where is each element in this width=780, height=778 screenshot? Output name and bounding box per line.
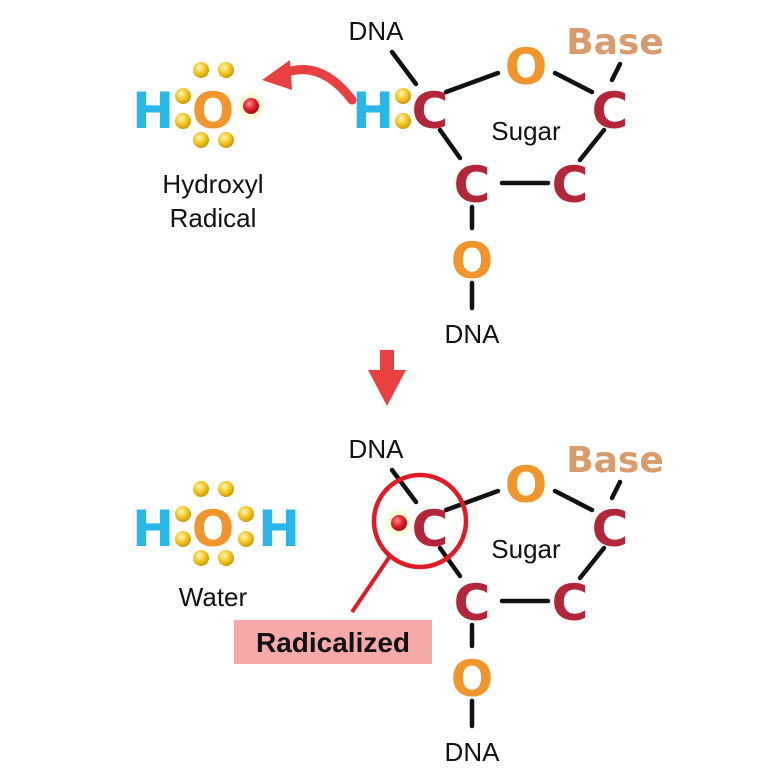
top-sugar-label: Sugar — [491, 116, 561, 146]
bottom-sugar-label: Sugar — [491, 534, 561, 564]
water-hydrogen-right: H — [258, 500, 300, 558]
water-label: Water — [179, 582, 248, 612]
bottom-dna-upper-label: DNA — [349, 434, 405, 464]
abstraction-arrow — [262, 60, 357, 105]
hydroxyl-radical: H O Hydroxyl Radical — [132, 62, 267, 233]
top-sugar-bonds — [389, 49, 623, 311]
top-carbon-4: C — [412, 82, 449, 140]
bottom-carbon-1: C — [592, 500, 629, 558]
electron — [193, 481, 209, 497]
bottom-dna-lower-label: DNA — [445, 737, 501, 767]
electron — [218, 62, 234, 78]
hydroxyl-oxygen-atom: O — [192, 82, 235, 140]
radicalized-highlight-circle — [371, 472, 469, 570]
hydroxyl-label-line1: Hydroxyl — [162, 169, 263, 199]
electron — [238, 506, 254, 522]
top-phosphate-oxygen: O — [451, 232, 494, 290]
top-carbon-3: C — [454, 156, 491, 214]
bottom-panel: H O H Water C O C C — [132, 434, 664, 767]
radical-electron — [391, 515, 407, 531]
radical-electron — [243, 98, 259, 114]
electron — [193, 132, 209, 148]
bottom-phosphate-oxygen: O — [451, 650, 494, 708]
radicalized-label: Radicalized — [256, 627, 410, 658]
electron — [218, 132, 234, 148]
radicalized-tag-box — [234, 620, 432, 664]
bottom-carbon-3: C — [454, 574, 491, 632]
electron — [193, 550, 209, 566]
electron — [175, 506, 191, 522]
top-panel: H O Hydroxyl Radical — [132, 16, 664, 349]
electron — [175, 531, 191, 547]
electron — [175, 113, 191, 129]
bottom-base-label: Base — [566, 440, 664, 481]
top-carbon-1: C — [592, 82, 629, 140]
electron — [395, 88, 411, 104]
water-molecule: H O H Water — [132, 481, 300, 612]
water-hydrogen-left: H — [132, 500, 174, 558]
electron — [193, 62, 209, 78]
electron — [395, 113, 411, 129]
top-dna-upper-label: DNA — [349, 16, 405, 46]
top-base-label: Base — [566, 22, 664, 63]
reaction-down-arrow — [368, 350, 406, 406]
bottom-ring-oxygen: O — [505, 456, 548, 514]
electron — [218, 550, 234, 566]
top-abstracted-hydrogen-atom: H — [352, 82, 394, 140]
electron — [218, 481, 234, 497]
water-oxygen-atom: O — [192, 500, 235, 558]
bottom-carbon-2: C — [552, 574, 589, 632]
top-ring-oxygen: O — [505, 38, 548, 96]
hydroxyl-hydrogen-atom: H — [132, 82, 174, 140]
bottom-sugar-bonds — [389, 467, 623, 729]
electron — [238, 531, 254, 547]
bottom-carbon-4: C — [412, 500, 449, 558]
hydroxyl-label-line2: Radical — [170, 203, 257, 233]
top-carbon-2: C — [552, 156, 589, 214]
top-dna-lower-label: DNA — [445, 319, 501, 349]
electron — [175, 88, 191, 104]
radicalized-pointer-line — [350, 554, 392, 614]
